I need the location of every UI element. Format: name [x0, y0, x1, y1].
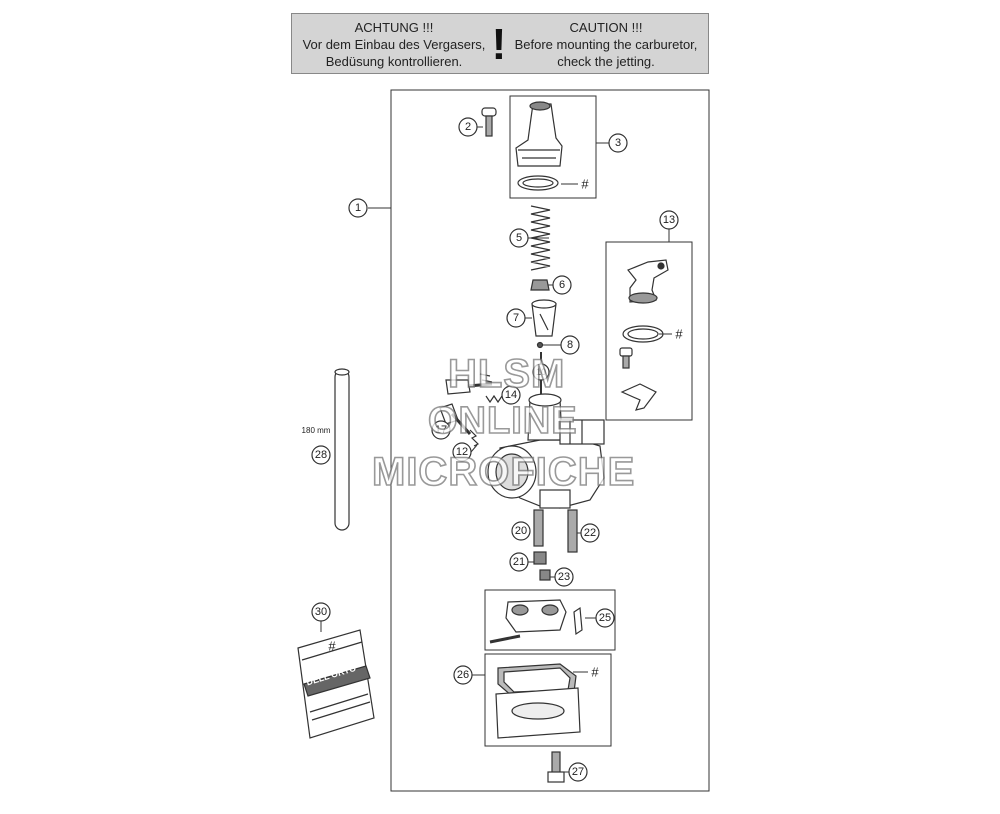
callout-22: 22 [584, 527, 596, 539]
watermark-line3: MICROFICHE [371, 449, 636, 495]
hose-part [334, 368, 350, 531]
warning-english-title: CAUTION !!! [569, 20, 643, 35]
warning-german-line2: Bedüsung kontrollieren. [325, 54, 463, 69]
callout-26: 26 [457, 669, 469, 681]
throttle-slide-part [531, 299, 557, 337]
callout-25: 25 [599, 612, 611, 624]
callout-20: 20 [515, 525, 527, 537]
callout-17: 17 [435, 424, 447, 436]
float-kit-box [484, 589, 616, 651]
needle-retainer-part [530, 279, 550, 291]
screw-part [481, 107, 497, 137]
watermark-line2: ONLINE [427, 399, 578, 443]
callout-12: 12 [456, 446, 468, 458]
warning-german: ACHTUNG !!! Vor dem Einbau des Vergasers… [294, 19, 494, 70]
callout-8: 8 [567, 339, 573, 351]
mixture-screw-part [439, 403, 472, 436]
hash-mark: # [675, 327, 683, 342]
callout-21: 21 [513, 556, 525, 568]
warning-english-line1: Before mounting the carburetor, [514, 37, 698, 52]
warning-english: CAUTION !!! Before mounting the carburet… [506, 19, 706, 70]
callout-1: 1 [355, 202, 361, 214]
hose-length-label: 180 mm [302, 426, 331, 435]
leader-line [470, 444, 478, 453]
jet-tube-part [533, 509, 578, 553]
callout-2: 2 [465, 121, 471, 133]
float-bowl-box [484, 653, 612, 747]
callout-28: 28 [315, 449, 327, 461]
main-jet-part [533, 551, 551, 581]
callout-6: 6 [559, 279, 565, 291]
exclamation-icon: ! [491, 20, 507, 69]
watermark-line1: HLSM [447, 351, 566, 397]
caution-banner: ACHTUNG !!! Vor dem Einbau des Vergasers… [291, 13, 709, 74]
needle-clip-part [536, 341, 544, 349]
hash-mark: # [328, 639, 336, 654]
choke-kit-box [605, 241, 693, 421]
callout-5: 5 [516, 232, 522, 244]
callout-23: 23 [558, 571, 570, 583]
callout-10: 10 [536, 367, 546, 377]
float-bowl-part [495, 663, 581, 739]
hash-mark: # [591, 665, 599, 680]
gasket-bag-part [297, 629, 375, 739]
callout-14: 14 [505, 389, 517, 401]
spring-small-part [469, 429, 480, 447]
hash-mark: # [581, 177, 589, 192]
warning-german-title: ACHTUNG !!! [354, 20, 434, 35]
callout-27: 27 [572, 766, 584, 778]
drain-screw-part [547, 751, 565, 783]
float-part [489, 599, 583, 644]
carburetor-body-part [487, 393, 605, 509]
adjusting-screw-part [445, 373, 493, 395]
callout-7: 7 [513, 312, 519, 324]
throttle-cover-part [515, 101, 563, 191]
callout-3: 3 [615, 137, 621, 149]
callout-circles [311, 117, 679, 782]
callout-13: 13 [663, 214, 675, 226]
warning-english-line2: check the jetting. [557, 54, 655, 69]
warning-german-line1: Vor dem Einbau des Vergasers, [302, 37, 486, 52]
spring-small-part [485, 394, 503, 404]
spring-part [530, 205, 551, 271]
callout-30: 30 [315, 606, 327, 618]
assembly-frame [390, 89, 710, 792]
choke-assembly-part [619, 259, 669, 411]
top-cover-box [509, 95, 597, 199]
